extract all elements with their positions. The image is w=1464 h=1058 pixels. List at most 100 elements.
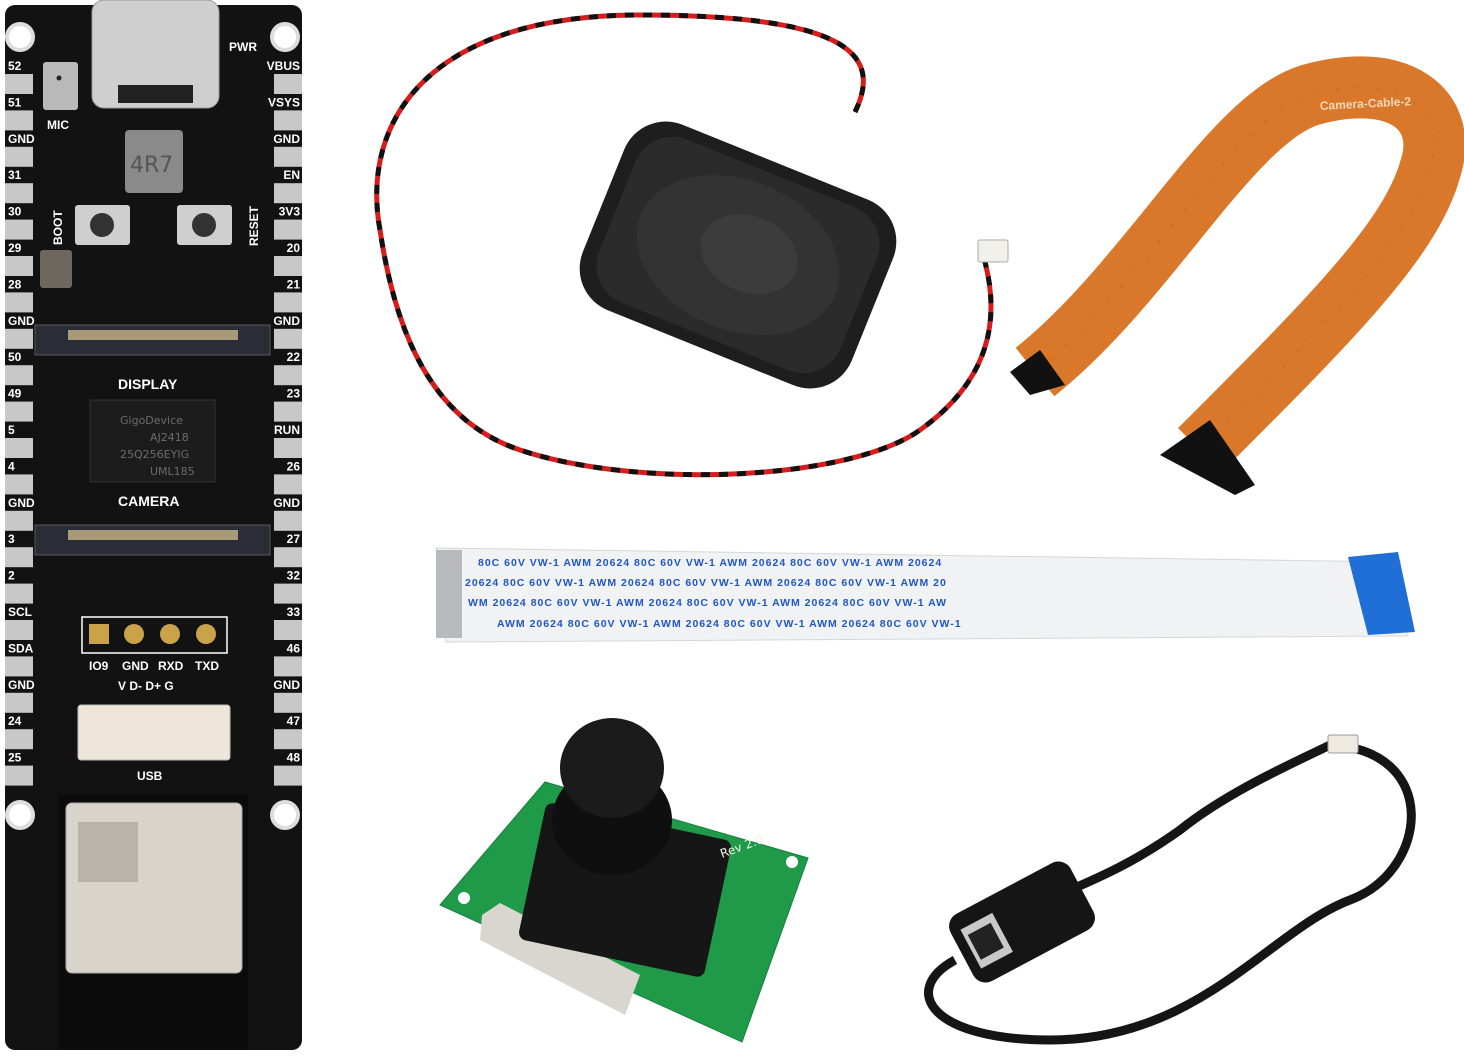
pin-label-left: GND (8, 496, 35, 510)
svg-text:20624 80C 60V VW-1: 20624 80C 60V VW-1 AWM 20624 80C 60V VW-… (465, 577, 947, 589)
pin-label-left: 2 (8, 569, 15, 583)
pin-label-left: 3 (8, 532, 15, 546)
fpc-cable-label: Camera-Cable-2 (1319, 94, 1411, 113)
pin-label-right: 33 (287, 605, 301, 619)
pin-label-right: 26 (287, 459, 301, 473)
pin-label-left: 52 (8, 59, 22, 73)
castellated-pad (274, 656, 302, 677)
microphone (43, 62, 78, 110)
svg-text:80C 60V VW-1 AWM: 80C 60V VW-1 AWM 20624 80C 60V VW-1 AWM … (478, 557, 942, 569)
svg-text:GigoDevice: GigoDevice (120, 414, 183, 427)
pin-label-right: EN (283, 168, 300, 182)
pin-label-right: GND (273, 496, 300, 510)
castellated-pad (274, 183, 302, 204)
pin-label-right: 32 (287, 569, 301, 583)
fpc-camera-cable: Camera-Cable-2 (1010, 56, 1464, 495)
pin-label-left: 29 (8, 241, 22, 255)
castellated-pad (5, 692, 33, 713)
ffc-flat-cable: 80C 60V VW-1 AWM 20624 80C 60V VW-1 AWM … (435, 547, 1415, 643)
svg-text:V D- D+ G: V D- D+ G (118, 679, 174, 693)
castellated-pad (5, 401, 33, 422)
speaker-connector (977, 239, 1009, 263)
pin-label-left: 24 (8, 714, 22, 728)
castellated-pad (5, 510, 33, 531)
mount-hole (5, 22, 35, 52)
pin-label-right: 23 (287, 387, 301, 401)
castellated-pad (5, 219, 33, 240)
fpc-end-contacts (1160, 420, 1255, 495)
castellated-pad (5, 583, 33, 604)
pin-label-left: 49 (8, 387, 22, 401)
flash-chip (89, 399, 216, 483)
svg-text:GND: GND (122, 659, 149, 673)
pin-label-right: VBUS (267, 59, 300, 73)
castellated-pad (274, 292, 302, 313)
castellated-pad (274, 547, 302, 568)
castellated-pad (274, 692, 302, 713)
usb-label: USB (137, 769, 163, 783)
pin-label-right: 46 (287, 641, 301, 655)
pin-label-right: 3V3 (279, 205, 301, 219)
castellated-pad (274, 110, 302, 131)
inductor (125, 130, 183, 193)
castellated-pad (5, 328, 33, 349)
pin-label-right: 48 (287, 751, 301, 765)
pin-label-left: 5 (8, 423, 15, 437)
svg-text:AJ2418: AJ2418 (150, 431, 189, 444)
castellated-pad (274, 219, 302, 240)
castellated-pad (5, 183, 33, 204)
castellated-pad (5, 765, 33, 786)
castellated-pad (274, 474, 302, 495)
pin-label-left: SCL (8, 605, 32, 619)
castellated-pad (274, 365, 302, 386)
esp32-dev-board: 5251GND31302928GND504954GND32SCLSDAGND24… (5, 0, 302, 1050)
ffc-stiffener (1348, 552, 1415, 635)
pin-label-right: VSYS (268, 95, 300, 109)
svg-text:TXD: TXD (195, 659, 219, 673)
svg-text:25Q256EYIG: 25Q256EYIG (120, 448, 189, 461)
castellated-pad (5, 365, 33, 386)
boot-label: BOOT (51, 210, 65, 245)
castellated-pad (5, 146, 33, 167)
camera-label: CAMERA (118, 493, 179, 509)
ffc-contacts (436, 550, 462, 638)
pin-label-left: 50 (8, 350, 22, 364)
castellated-pad (5, 620, 33, 640)
pin-label-left: GND (8, 132, 35, 146)
pin-label-right: 21 (287, 277, 301, 291)
usb-header-connector (77, 704, 231, 761)
display-label: DISPLAY (118, 376, 178, 392)
camera-module: Rev 2.0 (439, 718, 809, 1043)
castellated-pad (274, 328, 302, 349)
svg-text:RXD: RXD (158, 659, 184, 673)
castellated-pad (5, 547, 33, 568)
mount-hole (270, 22, 300, 52)
pin-label-right: RUN (274, 423, 300, 437)
castellated-pad (274, 74, 302, 94)
castellated-pad (5, 110, 33, 131)
castellated-pad (5, 292, 33, 313)
svg-text:IO9: IO9 (89, 659, 109, 673)
mount-hole (5, 800, 35, 830)
castellated-pad (274, 620, 302, 640)
pin-label-left: 31 (8, 168, 22, 182)
buzzer (40, 250, 72, 288)
pin-label-right: GND (273, 132, 300, 146)
castellated-pad (274, 583, 302, 604)
pin-label-left: GND (8, 314, 35, 328)
castellated-pad (274, 729, 302, 750)
castellated-pad (5, 656, 33, 677)
svg-text:AWM 20624 80C 60V VW-1: AWM 20624 80C 60V VW-1 AWM 20624 80C 60V… (497, 618, 962, 630)
castellated-pad (5, 474, 33, 495)
pin-label-left: 4 (8, 459, 15, 473)
castellated-pad (274, 510, 302, 531)
pin-label-right: 20 (287, 241, 301, 255)
svg-text:UML185: UML185 (150, 465, 195, 478)
castellated-pad (5, 74, 33, 94)
pwr-label: PWR (229, 40, 257, 54)
pin-label-right: GND (273, 314, 300, 328)
castellated-pad (5, 256, 33, 276)
castellated-pad (274, 256, 302, 276)
usb-c-port (91, 0, 220, 109)
